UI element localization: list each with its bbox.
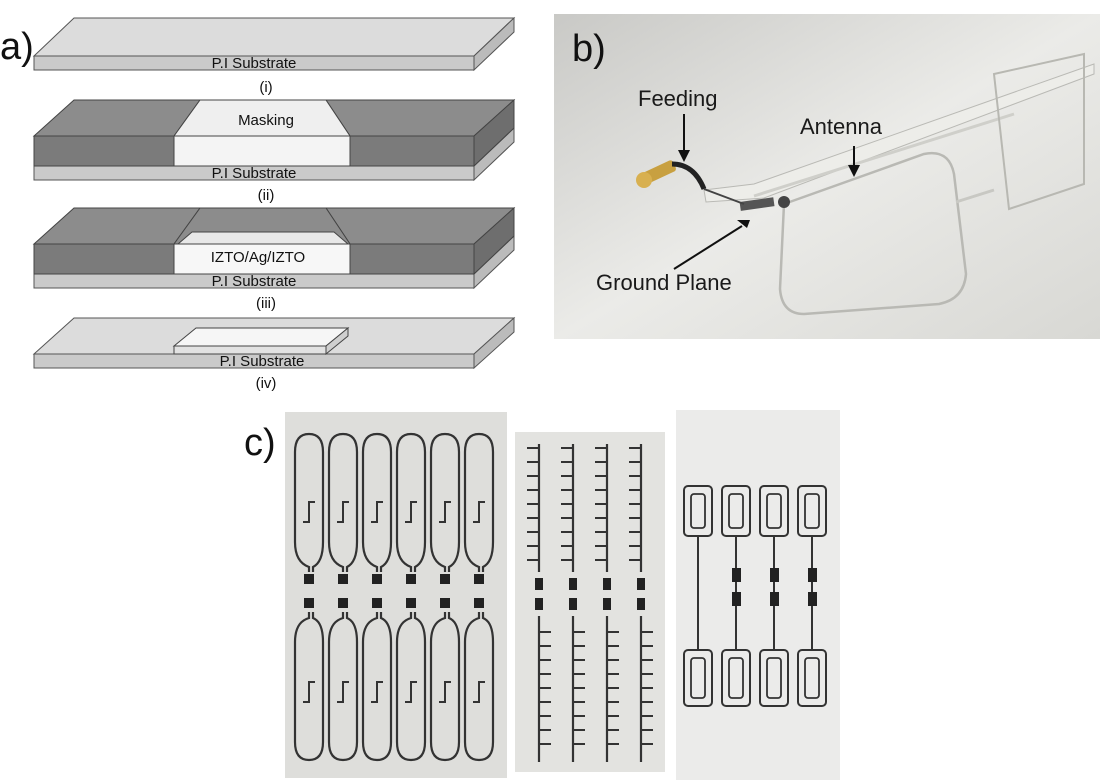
loop-antenna-bottom	[327, 612, 359, 762]
loop-antenna-top	[327, 432, 359, 572]
step-iii-film-label: IZTO/Ag/IZTO	[211, 249, 305, 266]
panel-b-scene: Feeding Antenna Ground Plane	[554, 14, 1100, 339]
feed-pad	[372, 574, 382, 584]
step-iii-layers	[32, 206, 516, 290]
step-ii-mask-label: Masking	[238, 112, 294, 129]
feed-pad	[474, 598, 484, 608]
loop-antenna-top	[361, 432, 393, 572]
step-ii-caption: (ii)	[258, 187, 275, 204]
feed-pad	[770, 568, 779, 582]
step-ii-substrate-label: P.I Substrate	[212, 165, 297, 182]
feed-pad	[338, 574, 348, 584]
loop-antenna-bottom	[463, 612, 495, 762]
feed-pad	[732, 568, 741, 582]
step-iv-caption: (iv)	[256, 375, 277, 392]
loop-antenna-top	[395, 432, 427, 572]
feed-pad	[535, 578, 543, 590]
folded-loop-bottom	[759, 649, 789, 707]
meander-feed-bottom	[337, 681, 349, 703]
step-i-substrate-label: P.I Substrate	[212, 55, 297, 72]
loop-antenna-top	[429, 432, 461, 572]
meander-feed-top	[439, 501, 451, 523]
step-iv-substrate-label: P.I Substrate	[220, 353, 305, 370]
panel-b-label: b)	[572, 28, 606, 70]
step-i-caption: (i)	[259, 79, 272, 96]
loop-antenna-top	[463, 432, 495, 572]
callout-feeding: Feeding	[638, 86, 718, 111]
sample-2-antenna-array	[527, 444, 653, 762]
feed-pad	[304, 598, 314, 608]
meander-feed-top	[405, 501, 417, 523]
folded-loop-bottom	[683, 649, 713, 707]
meander-feed-top	[473, 501, 485, 523]
meander-feed-top	[303, 501, 315, 523]
feed-pad	[603, 578, 611, 590]
step-ii-layers	[32, 98, 516, 182]
panel-c-label: c)	[244, 422, 276, 464]
folded-loop-bottom-inner	[804, 657, 820, 699]
folded-loop-bottom-inner	[766, 657, 782, 699]
folded-loop-bottom	[721, 649, 751, 707]
meander-feed-bottom	[303, 681, 315, 703]
panel-a-label: a)	[0, 26, 34, 68]
step-iii-substrate-label: P.I Substrate	[212, 273, 297, 290]
feed-pad	[637, 578, 645, 590]
folded-loop-top-inner	[804, 493, 820, 529]
step-iii-caption: (iii)	[256, 295, 276, 312]
feed-pad	[406, 574, 416, 584]
step-i-substrate	[32, 16, 516, 72]
loop-antenna-bottom	[293, 612, 325, 762]
feed-pad	[770, 592, 779, 606]
feed-pad	[474, 574, 484, 584]
meander-feed-bottom	[405, 681, 417, 703]
folded-loop-bottom-inner	[690, 657, 706, 699]
panel-a-process-diagram: P.I Substrate (i) Masking P.I Substrate …	[32, 16, 516, 392]
feed-pad	[808, 568, 817, 582]
folded-loop-top-inner	[690, 493, 706, 529]
feed-pad	[732, 592, 741, 606]
callout-ground-plane: Ground Plane	[596, 270, 732, 295]
folded-loop-bottom	[797, 649, 827, 707]
feed-pad	[304, 574, 314, 584]
feed-pad	[440, 574, 450, 584]
loop-antenna-top	[293, 432, 325, 572]
folded-loop-bottom-inner	[728, 657, 744, 699]
feed-pad	[603, 598, 611, 610]
feed-pad	[440, 598, 450, 608]
feed-pad	[372, 598, 382, 608]
panel-c-sample-2	[515, 432, 665, 772]
meander-feed-bottom	[371, 681, 383, 703]
meander-feed-top	[371, 501, 383, 523]
loop-antenna-bottom	[361, 612, 393, 762]
sample-3-antenna-array	[683, 485, 827, 707]
feed-pad	[569, 598, 577, 610]
sample-1-antenna-array	[293, 432, 495, 762]
feed-pad	[637, 598, 645, 610]
feed-pad	[338, 598, 348, 608]
meander-feed-bottom	[439, 681, 451, 703]
folded-loop-top-inner	[728, 493, 744, 529]
folded-loop-top-inner	[766, 493, 782, 529]
panel-c-sample-3	[676, 410, 840, 780]
feed-pad	[535, 598, 543, 610]
panel-c-sample-1	[285, 412, 507, 778]
step-iv-layers	[32, 316, 516, 370]
loop-antenna-bottom	[429, 612, 461, 762]
panel-b-glasses-photo: Feeding Antenna Ground Plane b)	[554, 14, 1100, 339]
meander-feed-bottom	[473, 681, 485, 703]
feed-pad	[406, 598, 416, 608]
meander-feed-top	[337, 501, 349, 523]
feed-pad	[569, 578, 577, 590]
loop-antenna-bottom	[395, 612, 427, 762]
callout-antenna: Antenna	[800, 114, 883, 139]
feed-pad	[808, 592, 817, 606]
